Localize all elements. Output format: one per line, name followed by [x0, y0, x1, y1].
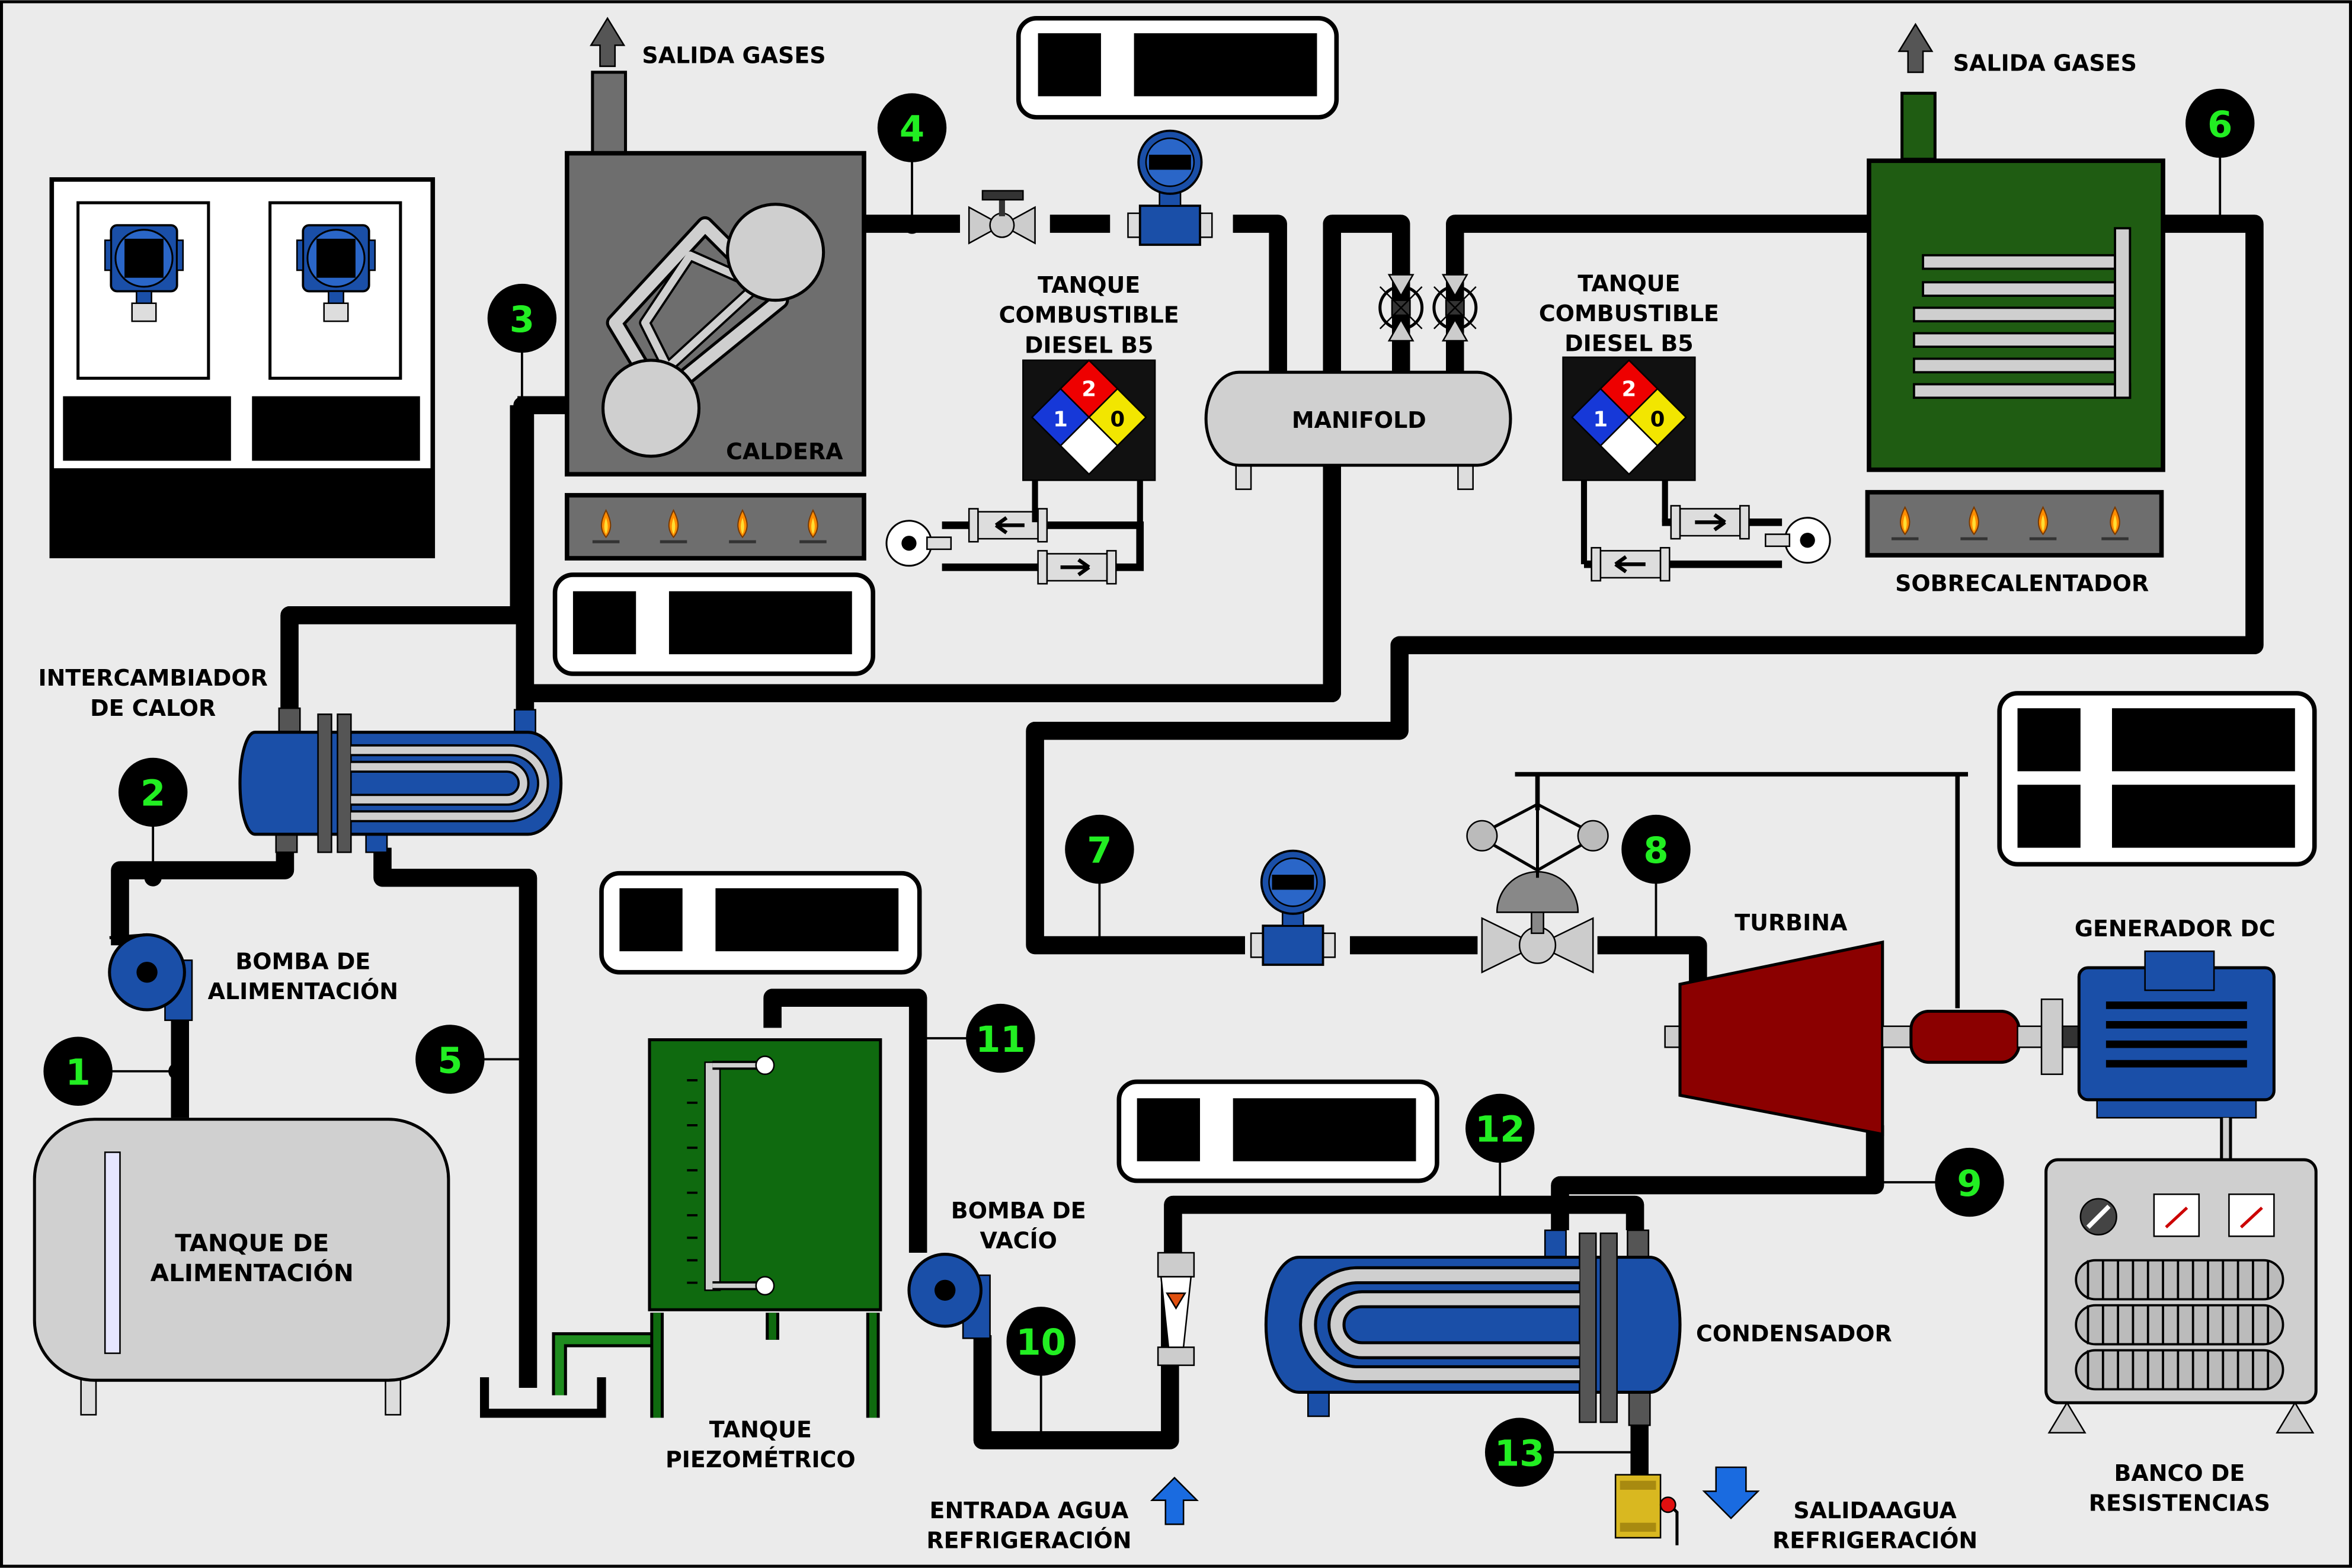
bomba-vacio-label-2: VACÍO: [980, 1227, 1057, 1253]
measurement-point-2: [118, 757, 188, 827]
generador-label: GENERADOR DC: [2075, 916, 2276, 942]
measurement-point-label-5: 5: [437, 1040, 462, 1081]
manifold-label: MANIFOLD: [1292, 407, 1426, 433]
measurement-point-5: [415, 1025, 485, 1094]
banco-resistencias-label-2: RESISTENCIAS: [2089, 1490, 2270, 1516]
sobrecalentador: [1867, 91, 2165, 472]
measurement-point-label-10: 10: [1016, 1322, 1066, 1364]
tanque-combustible-1: TANQUE COMBUSTIBLE DIESEL B5 2 1 0: [999, 272, 1179, 563]
tanque-piezometrico-label-1: TANQUE: [709, 1416, 812, 1442]
sobrecalentador-burner: [1865, 489, 2164, 558]
generador-dc: [2077, 950, 2276, 1119]
tanque-comb-2-line3: DIESEL B5: [1564, 331, 1694, 357]
tanque-comb-1-line2: COMBUSTIBLE: [999, 302, 1179, 328]
salida-agua-label-1: SALIDAAGUA: [1793, 1497, 1957, 1524]
measurement-point-9: [1935, 1147, 2004, 1217]
measurement-point-label-11: 11: [975, 1019, 1026, 1061]
tanque-comb-1-line3: DIESEL B5: [1025, 332, 1154, 358]
nfpa-health: 1: [1053, 407, 1068, 431]
tanque-alimentacion: TANQUE DE ALIMENTACIÓN: [33, 1118, 450, 1416]
intercambiador-label-2: DE CALOR: [90, 695, 216, 721]
arrow-down-icon: [1702, 1466, 1760, 1519]
tanque-alimentacion-label-1: TANQUE DE: [175, 1228, 329, 1257]
measurement-point-12: [1465, 1093, 1535, 1163]
bomba-vacio: [907, 1253, 991, 1339]
entrada-agua-label-1: ENTRADA AGUA: [930, 1497, 1129, 1524]
measurement-point-8: [1621, 814, 1691, 884]
caldera-label: CALDERA: [726, 439, 843, 465]
nfpa-instability-2: 0: [1650, 407, 1665, 431]
salida-gases-label-2: SALIDA GASES: [1953, 50, 2137, 76]
valve-boiler-outlet: [968, 190, 1036, 245]
measurement-point-label-13: 13: [1495, 1433, 1545, 1474]
salida-agua-valve: [1614, 1474, 1679, 1545]
measurement-point-label-9: 9: [1957, 1163, 1982, 1205]
measurement-point-10: [1006, 1307, 1076, 1376]
fuel-pump-2: [1584, 505, 1831, 582]
caldera: CALDERA: [565, 71, 866, 477]
tanque-comb-1-line1: TANQUE: [1038, 272, 1140, 298]
nfpa-flammability-2: 2: [1622, 377, 1637, 402]
banco-resistencias: [2044, 1158, 2318, 1434]
entrada-agua-label-2: REFRIGERACIÓN: [926, 1528, 1131, 1554]
measurement-point-label-1: 1: [65, 1052, 90, 1094]
salida-gases-label-1: SALIDA GASES: [642, 43, 825, 69]
nfpa-diamond-icon: 2 1 0: [1570, 359, 1687, 476]
banco-resistencias-label-1: BANCO DE: [2114, 1460, 2245, 1486]
sobrecalentador-label: SOBRECALENTADOR: [1895, 571, 2149, 597]
measurement-point-label-7: 7: [1087, 830, 1112, 872]
tanque-alimentacion-label-2: ALIMENTACIÓN: [151, 1259, 354, 1287]
bomba-vacio-label-1: BOMBA DE: [951, 1198, 1086, 1224]
intercambiador-calor: [238, 707, 563, 853]
measurement-point-label-8: 8: [1643, 830, 1668, 872]
measurement-point-label-4: 4: [900, 108, 924, 150]
drain-tray: [480, 1332, 657, 1418]
turbina: [1664, 940, 2082, 1137]
turbina-label: TURBINA: [1735, 910, 1848, 936]
condensador: [1264, 1229, 1682, 1426]
arrow-up-icon: [1150, 1476, 1199, 1525]
bomba-alimentacion-label-2: ALIMENTACIÓN: [208, 978, 398, 1004]
nfpa-diamond-icon: 2 1 0: [1031, 359, 1147, 476]
bomba-alimentacion: [108, 933, 193, 1021]
tanque-piezometrico-label-2: PIEZOMÉTRICO: [665, 1447, 856, 1473]
manifold: MANIFOLD: [1204, 370, 1512, 490]
measurement-point-6: [2185, 88, 2255, 158]
intercambiador-label-1: INTERCAMBIADOR: [39, 665, 268, 691]
caldera-burner: [565, 492, 866, 561]
nfpa-instability: 0: [1110, 407, 1125, 431]
measurement-point-label-2: 2: [140, 773, 165, 815]
nfpa-flammability: 2: [1081, 377, 1096, 402]
arrow-up-icon: [590, 17, 626, 68]
bomba-alimentacion-label-1: BOMBA DE: [235, 949, 370, 975]
nfpa-health-2: 1: [1593, 407, 1608, 431]
measurement-point-label-12: 12: [1475, 1109, 1525, 1151]
measurement-point-4: [877, 93, 947, 162]
salida-agua-label-2: REFRIGERACIÓN: [1772, 1528, 1977, 1554]
measurement-point-3: [487, 283, 557, 353]
tanque-piezometrico: [648, 1038, 882, 1418]
measurement-point-13: [1484, 1417, 1554, 1487]
control-panel: [49, 177, 436, 559]
tanque-comb-2-line1: TANQUE: [1577, 270, 1680, 296]
arrow-up-icon: [1897, 23, 1934, 73]
measurement-point-label-6: 6: [2207, 104, 2232, 146]
tanque-comb-2-line2: COMBUSTIBLE: [1539, 300, 1719, 327]
display-boxes: [552, 15, 2317, 1183]
tanque-combustible-2: TANQUE COMBUSTIBLE DIESEL B5 2 1 0: [1539, 270, 1719, 565]
control-valve: [1466, 772, 1968, 1009]
measurement-point-11: [966, 1003, 1035, 1073]
rotameter: [1157, 1252, 1195, 1367]
measurement-point-1: [43, 1036, 113, 1106]
condensador-label: CONDENSADOR: [1696, 1320, 1892, 1346]
measurement-point-7: [1065, 814, 1134, 884]
measurement-point-label-3: 3: [510, 299, 535, 341]
